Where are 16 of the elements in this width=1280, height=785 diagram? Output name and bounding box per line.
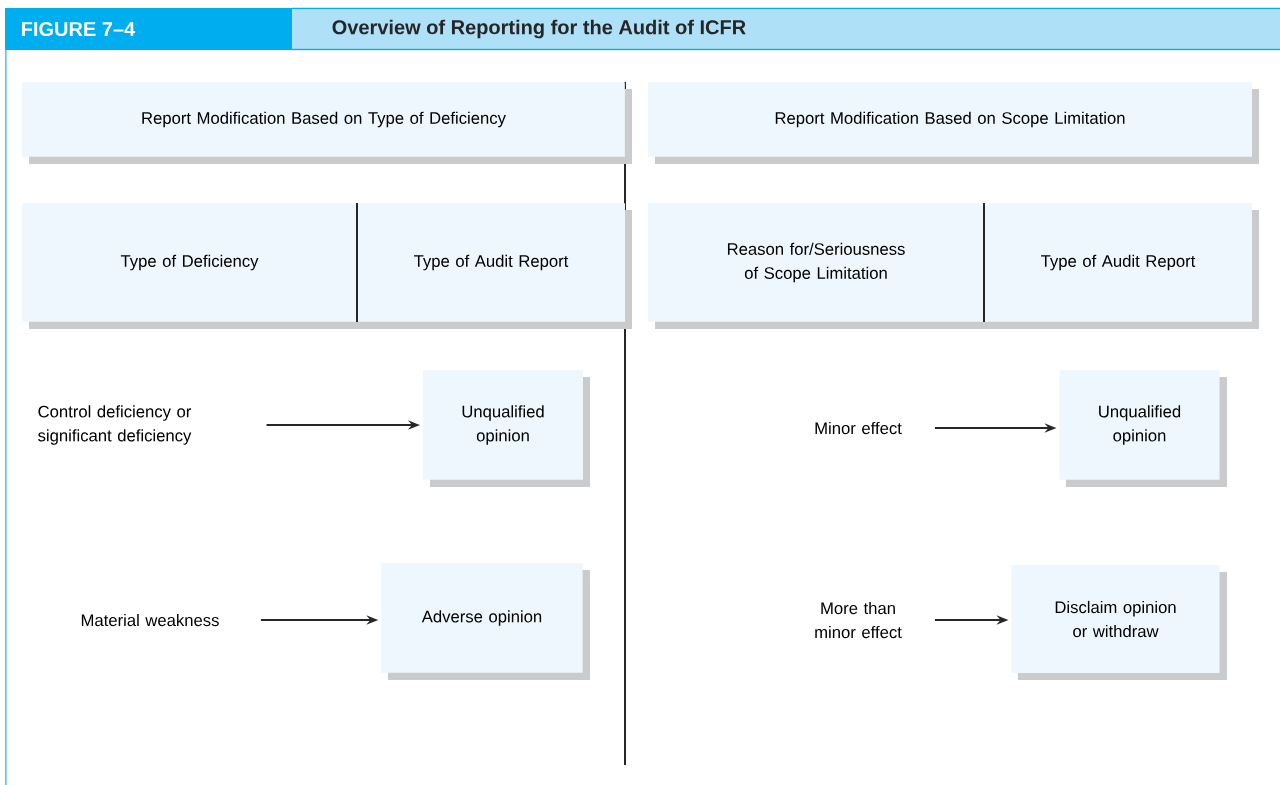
table-cell: Type of Audit Report: [984, 203, 1259, 329]
report-box: Report Modification Based on Type of Deficiency: [22, 82, 632, 164]
table-cell: Type of Audit Report: [357, 203, 632, 329]
figure-title: Overview of Reporting for the Audit of ICFR: [291, 7, 1280, 51]
node-text: Control deficiency or significant deficiency: [38, 405, 192, 445]
node-text: Material weakness: [81, 613, 219, 627]
figure-number: FIGURE 7–4: [5, 8, 292, 50]
node-text: Minor effect: [815, 421, 902, 435]
report-box: Disclaim opinion or withdraw: [1011, 565, 1227, 680]
node-text: More than minor effect: [815, 601, 902, 639]
report-box: Adverse opinion: [381, 563, 590, 680]
report-box: Report Modification Based on Scope Limitation: [648, 82, 1259, 164]
table-cell: Type of Deficiency: [22, 203, 364, 329]
report-box: Unqualified opinion: [1059, 370, 1227, 487]
table-cell: Reason for/Seriousness of Scope Limitation: [648, 203, 991, 329]
report-box: Unqualified opinion: [423, 370, 590, 487]
